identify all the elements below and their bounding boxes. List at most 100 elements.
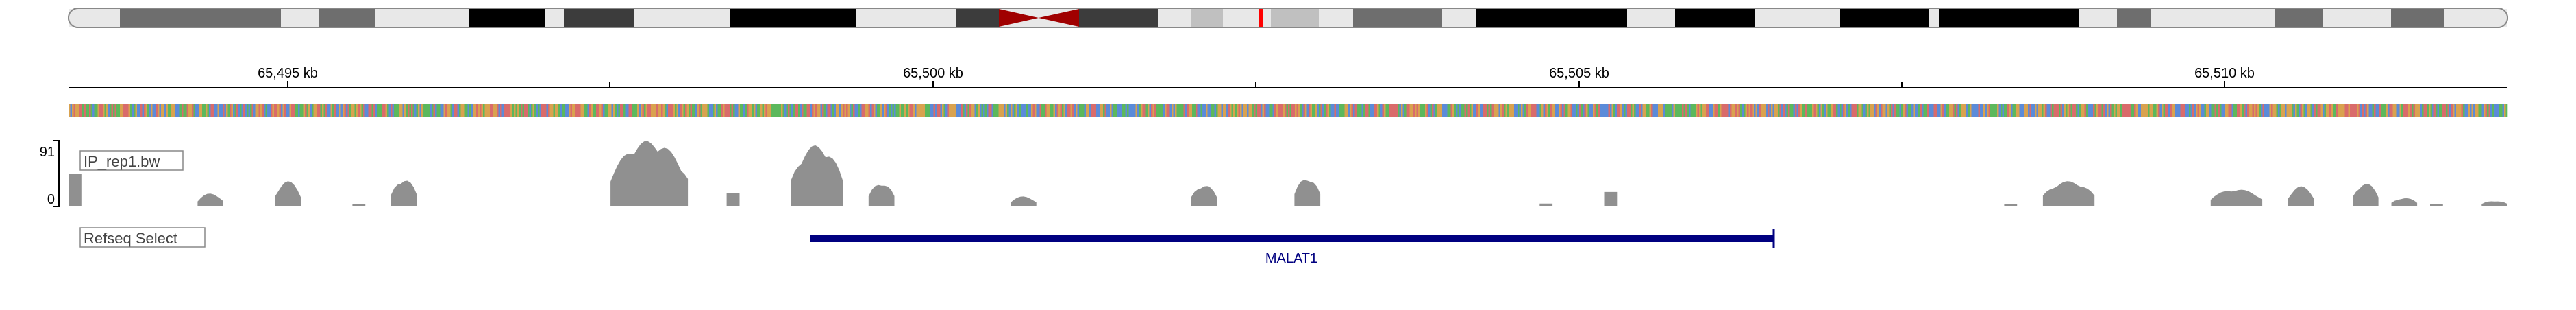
sequence-base	[332, 104, 334, 117]
sequence-base	[1336, 104, 1338, 117]
sequence-base	[462, 104, 465, 117]
sequence-base	[399, 104, 401, 117]
sequence-base	[2278, 104, 2280, 117]
sequence-base	[1980, 104, 1982, 117]
coverage-track[interactable]: IP_rep1.bw 91 0	[40, 140, 2507, 207]
sequence-base	[750, 104, 752, 117]
sequence-base	[1957, 104, 1960, 117]
sequence-base	[421, 104, 423, 117]
sequence-base	[2461, 104, 2464, 117]
sequence-base	[459, 104, 461, 117]
sequence-base	[1117, 104, 1119, 117]
sequence-base	[2199, 104, 2201, 117]
sequence-base	[1733, 104, 1735, 117]
sequence-base	[847, 104, 850, 117]
sequence-base	[2341, 104, 2344, 117]
sequence-base	[839, 104, 841, 117]
sequence-base	[2148, 104, 2150, 117]
sequence-base	[1494, 104, 1496, 117]
sequence-base	[2464, 104, 2467, 117]
sequence-base	[546, 104, 549, 117]
sequence-base	[1659, 104, 1662, 117]
sequence-base	[1035, 104, 1037, 117]
sequence-base	[178, 104, 180, 117]
sequence-base	[2299, 104, 2301, 117]
sequence-base	[1944, 104, 1946, 117]
sequence-base	[762, 104, 765, 117]
sequence-base	[980, 104, 982, 117]
sequence-base	[884, 104, 886, 117]
ideogram-band	[1158, 9, 1191, 27]
sequence-base	[2340, 104, 2342, 117]
sequence-base	[902, 104, 905, 117]
sequence-base	[2093, 104, 2095, 117]
ideogram-band	[634, 9, 730, 27]
sequence-base	[1515, 104, 1518, 117]
sequence-base	[2026, 104, 2029, 117]
sequence-base	[1207, 104, 1210, 117]
sequence-base	[767, 104, 769, 117]
sequence-base	[2141, 104, 2143, 117]
sequence-base	[1464, 104, 1467, 117]
sequence-base	[1289, 104, 1292, 117]
sequence-base	[885, 104, 888, 117]
sequence-base	[2005, 104, 2008, 117]
sequence-base	[1079, 104, 1081, 117]
sequence-base	[1927, 104, 1929, 117]
sequence-base	[1834, 104, 1837, 117]
sequence-base	[395, 104, 398, 117]
sequence-base	[699, 104, 701, 117]
sequence-base	[1935, 104, 1937, 117]
sequence-base	[295, 104, 297, 117]
sequence-base	[1514, 104, 1516, 117]
ideogram-band	[2275, 9, 2323, 27]
sequence-base	[987, 104, 989, 117]
sequence-base	[2406, 104, 2409, 117]
sequence-base	[1563, 104, 1566, 117]
ideogram-band	[1223, 9, 1259, 27]
sequence-base	[734, 104, 737, 117]
sequence-base	[963, 104, 965, 117]
sequence-base	[1291, 104, 1293, 117]
annotation-track-name-box[interactable]	[79, 227, 206, 248]
sequence-base	[1245, 104, 1248, 117]
sequence-base	[411, 104, 413, 117]
sequence-track[interactable]	[69, 104, 2508, 117]
sequence-base	[1122, 104, 1124, 117]
sequence-base	[528, 104, 530, 117]
sequence-base	[154, 104, 156, 117]
sequence-base	[330, 104, 333, 117]
sequence-base	[932, 104, 934, 117]
sequence-base	[529, 104, 532, 117]
annotation-track[interactable]: Refseq Select MALAT1	[79, 227, 1775, 266]
sequence-base	[219, 104, 221, 117]
sequence-base	[1977, 104, 1979, 117]
sequence-base	[700, 104, 703, 117]
sequence-base	[86, 104, 88, 117]
chromosome-ideogram[interactable]	[68, 8, 2508, 28]
sequence-base	[508, 104, 511, 117]
coverage-track-name-box[interactable]	[79, 150, 184, 171]
sequence-base	[293, 104, 295, 117]
sequence-base	[1557, 104, 1559, 117]
sequence-base	[501, 104, 504, 117]
sequence-base	[404, 104, 406, 117]
sequence-base	[1142, 104, 1145, 117]
sequence-base	[1901, 104, 1903, 117]
sequence-base	[1909, 104, 1912, 117]
sequence-base	[1545, 104, 1547, 117]
sequence-base	[1039, 104, 1042, 117]
sequence-base	[2312, 104, 2314, 117]
sequence-base	[1522, 104, 1525, 117]
sequence-base	[1319, 104, 1321, 117]
sequence-base	[1966, 104, 1968, 117]
ideogram-band	[1271, 9, 1319, 27]
gene-feature-malat1[interactable]	[810, 235, 1773, 242]
sequence-base	[500, 104, 502, 117]
sequence-base	[207, 104, 210, 117]
sequence-base	[110, 104, 112, 117]
sequence-base	[2042, 104, 2044, 117]
sequence-base	[733, 104, 735, 117]
sequence-base	[2035, 104, 2037, 117]
sequence-base	[2305, 104, 2307, 117]
